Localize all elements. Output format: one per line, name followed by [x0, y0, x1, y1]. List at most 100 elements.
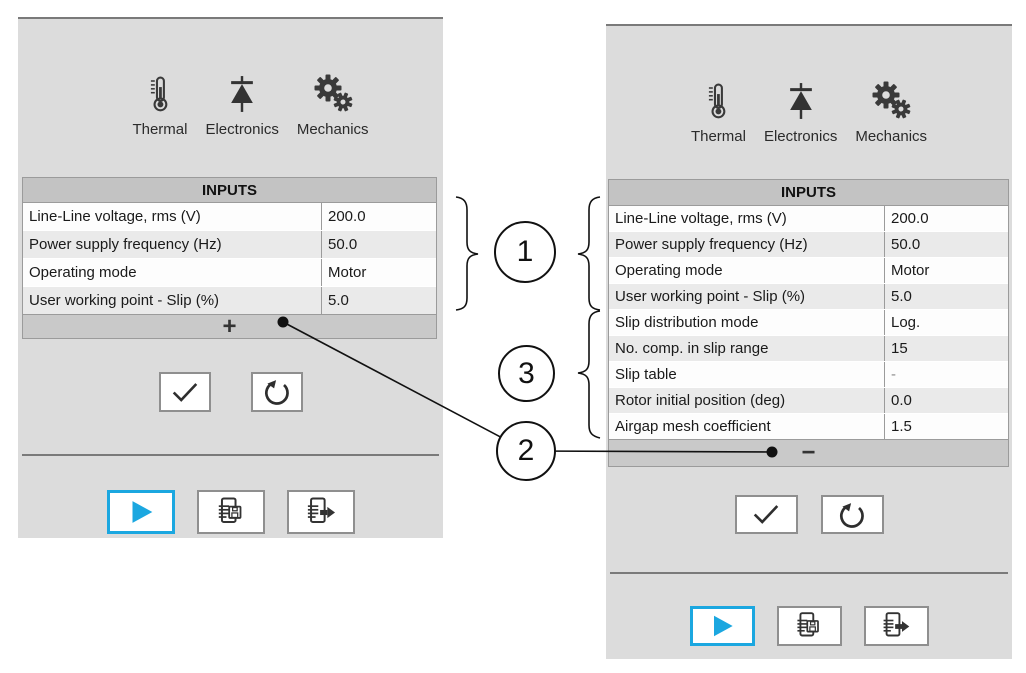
- tab-label: Mechanics: [855, 128, 928, 145]
- left-tab-bar: Thermal Electronics: [18, 73, 443, 138]
- run-row: [18, 490, 443, 534]
- row-label: Line-Line voltage, rms (V): [615, 210, 787, 227]
- row-value-field[interactable]: 200.0: [321, 203, 436, 230]
- export-button[interactable]: [863, 606, 929, 646]
- gears-icon: [871, 80, 911, 122]
- export-button[interactable]: [286, 490, 355, 534]
- thermometer-icon: [705, 80, 731, 122]
- table-row: Operating mode Motor: [23, 258, 436, 286]
- right-tab-bar: Thermal Electronics: [606, 80, 1012, 145]
- brace-right-table-bottom: [577, 310, 601, 439]
- callout-circle-1: 1: [494, 221, 556, 283]
- row-label: Slip table: [615, 366, 677, 383]
- row-label: Line-Line voltage, rms (V): [29, 208, 201, 225]
- table-row: Line-Line voltage, rms (V) 200.0: [609, 206, 1008, 231]
- apply-button[interactable]: [734, 495, 798, 534]
- apply-row: [606, 495, 1012, 534]
- separator-line: [610, 572, 1008, 574]
- callout-number: 2: [517, 434, 535, 467]
- undo-arrow-icon: [262, 377, 292, 407]
- table-row: Operating mode Motor: [609, 257, 1008, 283]
- tab-label: Thermal: [132, 121, 188, 138]
- thermometer-icon: [147, 73, 173, 115]
- run-row: [606, 606, 1012, 646]
- table-row: Slip distribution mode Log.: [609, 309, 1008, 335]
- document-export-icon: [302, 496, 340, 529]
- right-panel: Thermal Electronics: [606, 24, 1012, 659]
- document-save-icon: [791, 611, 827, 642]
- check-icon: [169, 380, 201, 405]
- row-label: Operating mode: [615, 262, 723, 279]
- inputs-table: INPUTS Line-Line voltage, rms (V) 200.0 …: [608, 179, 1009, 467]
- run-button[interactable]: [689, 606, 755, 646]
- plus-icon: +: [222, 312, 237, 340]
- table-row: User working point - Slip (%) 5.0: [23, 286, 436, 314]
- row-value-field[interactable]: 50.0: [884, 232, 1008, 257]
- inputs-header: INPUTS: [609, 180, 1008, 206]
- diode-icon: [225, 73, 259, 115]
- tab-label: Mechanics: [296, 121, 369, 138]
- document-save-icon: [212, 496, 250, 529]
- row-label: User working point - Slip (%): [615, 288, 806, 305]
- play-icon: [124, 495, 158, 529]
- gears-icon: [313, 73, 353, 115]
- row-value-field[interactable]: 5.0: [321, 287, 436, 314]
- apply-button[interactable]: [158, 372, 211, 412]
- table-row: Power supply frequency (Hz) 50.0: [609, 231, 1008, 257]
- run-button[interactable]: [106, 490, 175, 534]
- row-label: Power supply frequency (Hz): [29, 236, 222, 253]
- inputs-header: INPUTS: [23, 178, 436, 203]
- reset-button[interactable]: [820, 495, 884, 534]
- tab-mechanics[interactable]: Mechanics: [297, 73, 369, 138]
- tab-label: Electronics: [763, 128, 838, 145]
- save-report-button[interactable]: [196, 490, 265, 534]
- collapse-inputs-button[interactable]: −: [609, 439, 1008, 466]
- play-icon: [706, 610, 738, 642]
- row-label: User working point - Slip (%): [29, 292, 220, 309]
- row-label: Operating mode: [29, 264, 137, 281]
- tab-electronics[interactable]: Electronics: [764, 80, 837, 145]
- tab-label: Thermal: [690, 128, 746, 145]
- row-label: No. comp. in slip range: [615, 340, 769, 357]
- row-value-field[interactable]: 50.0: [321, 231, 436, 258]
- row-label: Slip distribution mode: [615, 314, 759, 331]
- left-panel: Thermal Electronics: [18, 17, 443, 538]
- diode-icon: [784, 80, 818, 122]
- callout-circle-3: 3: [498, 345, 555, 402]
- table-row: Line-Line voltage, rms (V) 200.0: [23, 203, 436, 230]
- tab-thermal[interactable]: Thermal: [691, 80, 746, 145]
- save-report-button[interactable]: [776, 606, 842, 646]
- row-label: Rotor initial position (deg): [615, 392, 786, 409]
- table-row: No. comp. in slip range 15: [609, 335, 1008, 361]
- row-value-field[interactable]: 5.0: [884, 284, 1008, 309]
- table-row: Slip table -: [609, 361, 1008, 387]
- tab-mechanics[interactable]: Mechanics: [855, 80, 927, 145]
- row-value-field[interactable]: Log.: [884, 310, 1008, 335]
- row-value-field[interactable]: 1.5: [884, 414, 1008, 439]
- tab-label: Electronics: [205, 121, 279, 138]
- row-value-field[interactable]: Motor: [884, 258, 1008, 283]
- row-label: Power supply frequency (Hz): [615, 236, 808, 253]
- row-value-field[interactable]: 200.0: [884, 206, 1008, 231]
- row-value-field[interactable]: 15: [884, 336, 1008, 361]
- apply-row: [18, 372, 443, 412]
- undo-arrow-icon: [837, 500, 867, 530]
- tab-electronics[interactable]: Electronics: [205, 73, 279, 138]
- brace-left-table: [455, 196, 479, 311]
- expand-inputs-button[interactable]: +: [23, 314, 436, 338]
- row-value-field[interactable]: Motor: [321, 259, 436, 286]
- minus-icon: −: [801, 439, 816, 466]
- check-icon: [750, 502, 782, 527]
- table-row: User working point - Slip (%) 5.0: [609, 283, 1008, 309]
- row-value-field[interactable]: -: [884, 362, 1008, 387]
- callout-circle-2: 2: [496, 421, 556, 481]
- row-value-field[interactable]: 0.0: [884, 388, 1008, 413]
- tab-thermal[interactable]: Thermal: [132, 73, 187, 138]
- callout-number: 1: [516, 235, 534, 268]
- row-label: Airgap mesh coefficient: [615, 418, 771, 435]
- document-export-icon: [878, 611, 914, 642]
- reset-button[interactable]: [250, 372, 303, 412]
- table-row: Power supply frequency (Hz) 50.0: [23, 230, 436, 258]
- table-row: Airgap mesh coefficient 1.5: [609, 413, 1008, 439]
